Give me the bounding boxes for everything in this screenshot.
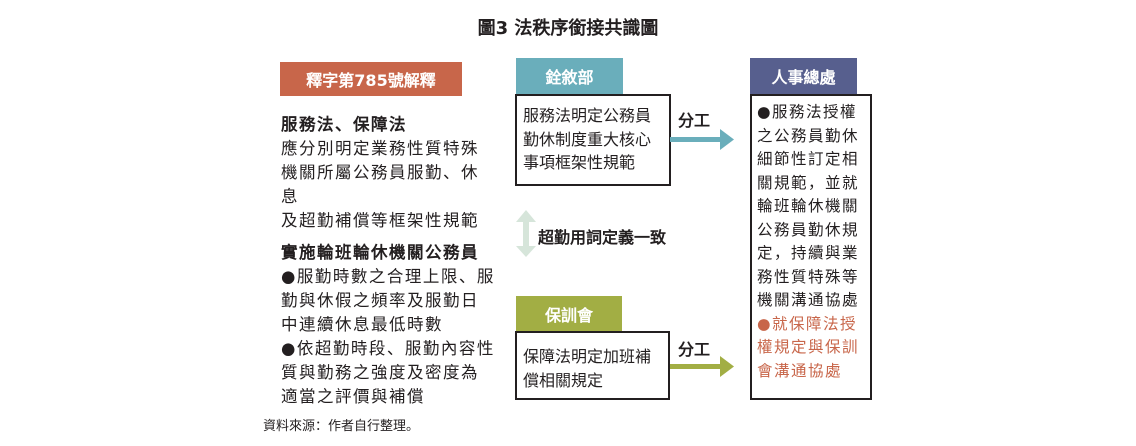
mocs-header: 銓敘部: [516, 58, 623, 94]
division-label-top: 分工: [678, 111, 711, 130]
mocs-line: 勤休制度重大核心: [523, 129, 652, 149]
dgpa-line: ●服務法授權: [757, 103, 858, 121]
section2-line: ●依超勤時段、服勤內容性: [281, 339, 495, 358]
section1-line: 應分別明定業務性質特殊: [281, 139, 479, 158]
section1-title: 服務法、保障法: [281, 115, 407, 134]
dgpa-line: 定，持續與業: [757, 244, 860, 262]
arrow-right-icon: [670, 129, 734, 150]
section2-title: 實施輪班輪休機關公務員: [281, 243, 479, 262]
division-label-bottom: 分工: [678, 340, 711, 359]
csprc-header: 保訓會: [516, 296, 622, 331]
dgpa-box: ●服務法授權 之公務員勤休 細節性訂定相 關規範，並就 輪班輪休機關 公務員勤休…: [750, 94, 872, 400]
dgpa-line: 務性質特殊等: [757, 267, 860, 286]
arrow-right-icon: [670, 356, 734, 377]
overtime-definition-label: 超勤用詞定義一致: [538, 228, 667, 247]
ruling-header: 釋字第785號解釋: [280, 62, 462, 96]
mocs-box: 服務法明定公務員 勤休制度重大核心 事項框架性規範: [515, 94, 671, 186]
section2-line: 質與勤務之強度及密度為: [281, 363, 479, 382]
figure-title: 圖3 法秩序銜接共識圖: [477, 18, 659, 39]
dgpa-line: 公務員勤休規: [757, 220, 860, 239]
section2-line: 中連續休息最低時數: [281, 315, 443, 334]
double-arrow-icon: [516, 210, 536, 257]
source-note: 資料來源：作者自行整理。: [263, 419, 420, 434]
dgpa-red-line: ●就保障法授: [757, 314, 858, 333]
csprc-box: 保障法明定加班補 償相關規定: [515, 331, 670, 400]
dgpa-line: 關規範，並就: [757, 173, 860, 192]
section1-line: 機關所屬公務員服勤、休息: [281, 163, 479, 206]
dgpa-line: 輪班輪休機關: [757, 197, 860, 215]
dgpa-red-line: 會溝通協處: [757, 361, 843, 380]
mocs-line: 服務法明定公務員: [523, 106, 652, 125]
dgpa-red-line: 權規定與保訓: [757, 338, 860, 356]
section2-line: 勤與休假之頻率及服勤日: [281, 291, 479, 310]
section2-line: ●服勤時數之合理上限、服: [281, 267, 495, 286]
dgpa-header: 人事總處: [750, 58, 857, 94]
mocs-line: 事項框架性規範: [523, 153, 636, 172]
dgpa-line: 機關溝通協處: [757, 291, 860, 309]
csprc-line: 償相關規定: [523, 370, 604, 390]
csprc-line: 保障法明定加班補: [523, 347, 652, 366]
section2-line: 適當之評價與補償: [281, 387, 425, 406]
dgpa-line: 之公務員勤休: [757, 126, 860, 145]
section1-line: 及超勤補償等框架性規範: [281, 211, 479, 230]
dgpa-line: 細節性訂定相: [757, 150, 860, 168]
ruling-content: 服務法、保障法 應分別明定業務性質特殊 機關所屬公務員服勤、休息 及超勤補償等框…: [281, 113, 496, 409]
